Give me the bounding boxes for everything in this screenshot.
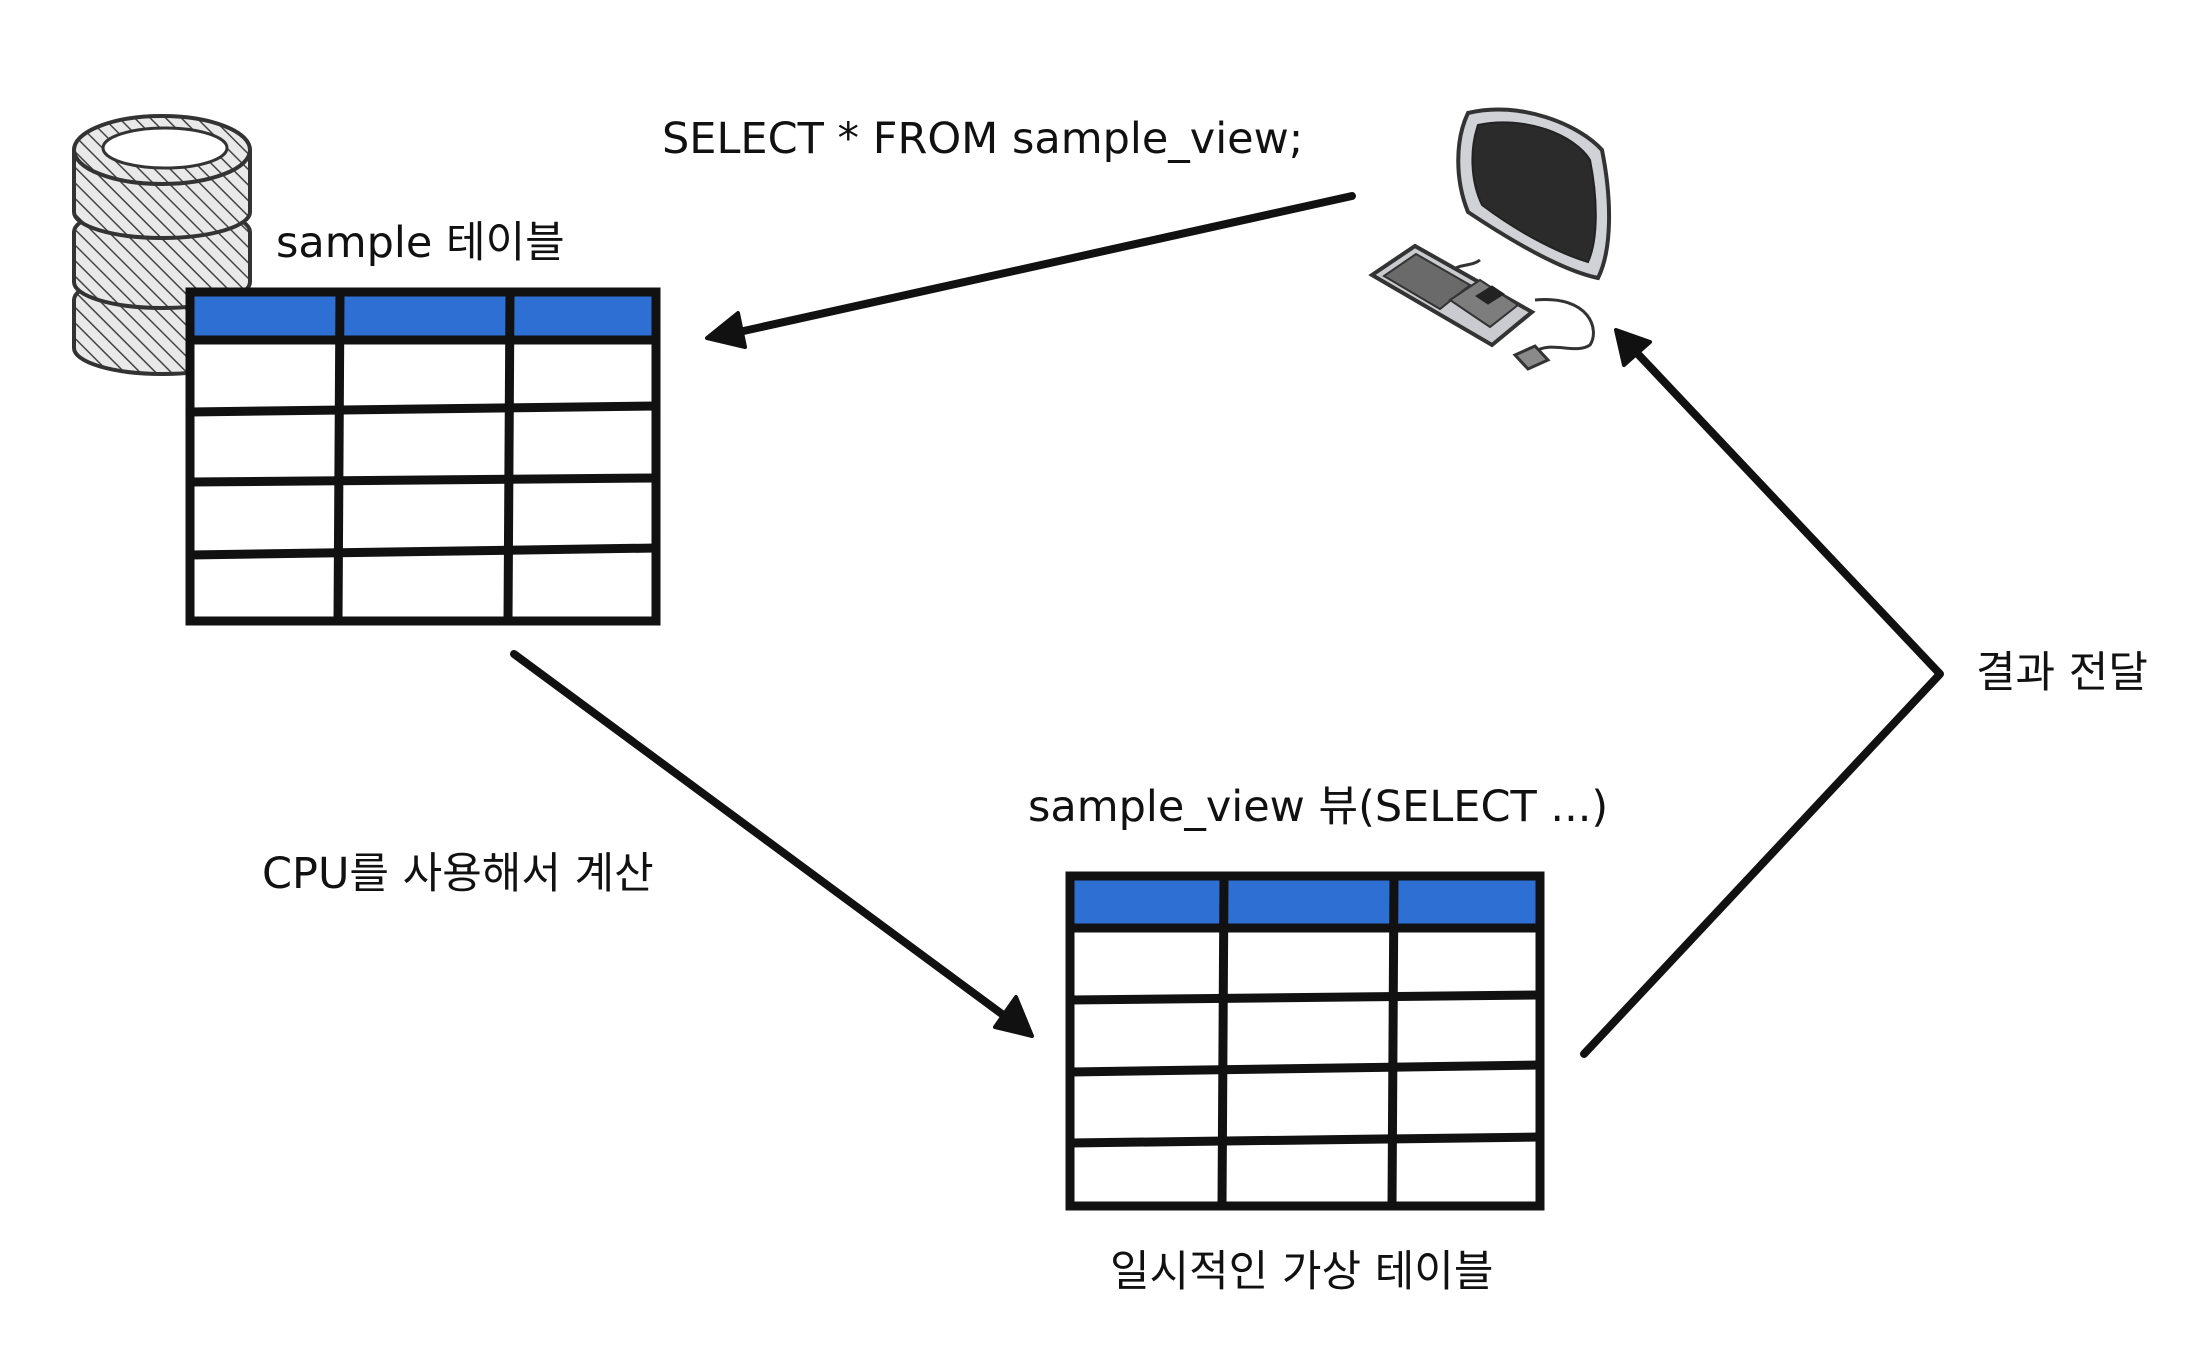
view-title-label: sample_view 뷰(SELECT ...) xyxy=(1028,782,1609,832)
database-icon xyxy=(72,114,252,376)
source-table-header xyxy=(190,292,656,340)
virtual-table-label: 일시적인 가상 테이블 xyxy=(1110,1247,1494,1297)
view-table xyxy=(1065,871,1545,1211)
query-label: SELECT * FROM sample_view; xyxy=(662,114,1304,164)
compute-arrow xyxy=(510,650,1034,1038)
result-label: 결과 전달 xyxy=(1976,648,2148,698)
result-arrow xyxy=(1580,328,1944,1058)
source-table-label: sample 테이블 xyxy=(276,218,565,268)
view-table-header xyxy=(1070,876,1540,928)
compute-label: CPU를 사용해서 계산 xyxy=(262,849,654,899)
query-arrow xyxy=(705,192,1356,349)
computer-icon xyxy=(1368,107,1612,371)
source-table xyxy=(185,287,661,626)
